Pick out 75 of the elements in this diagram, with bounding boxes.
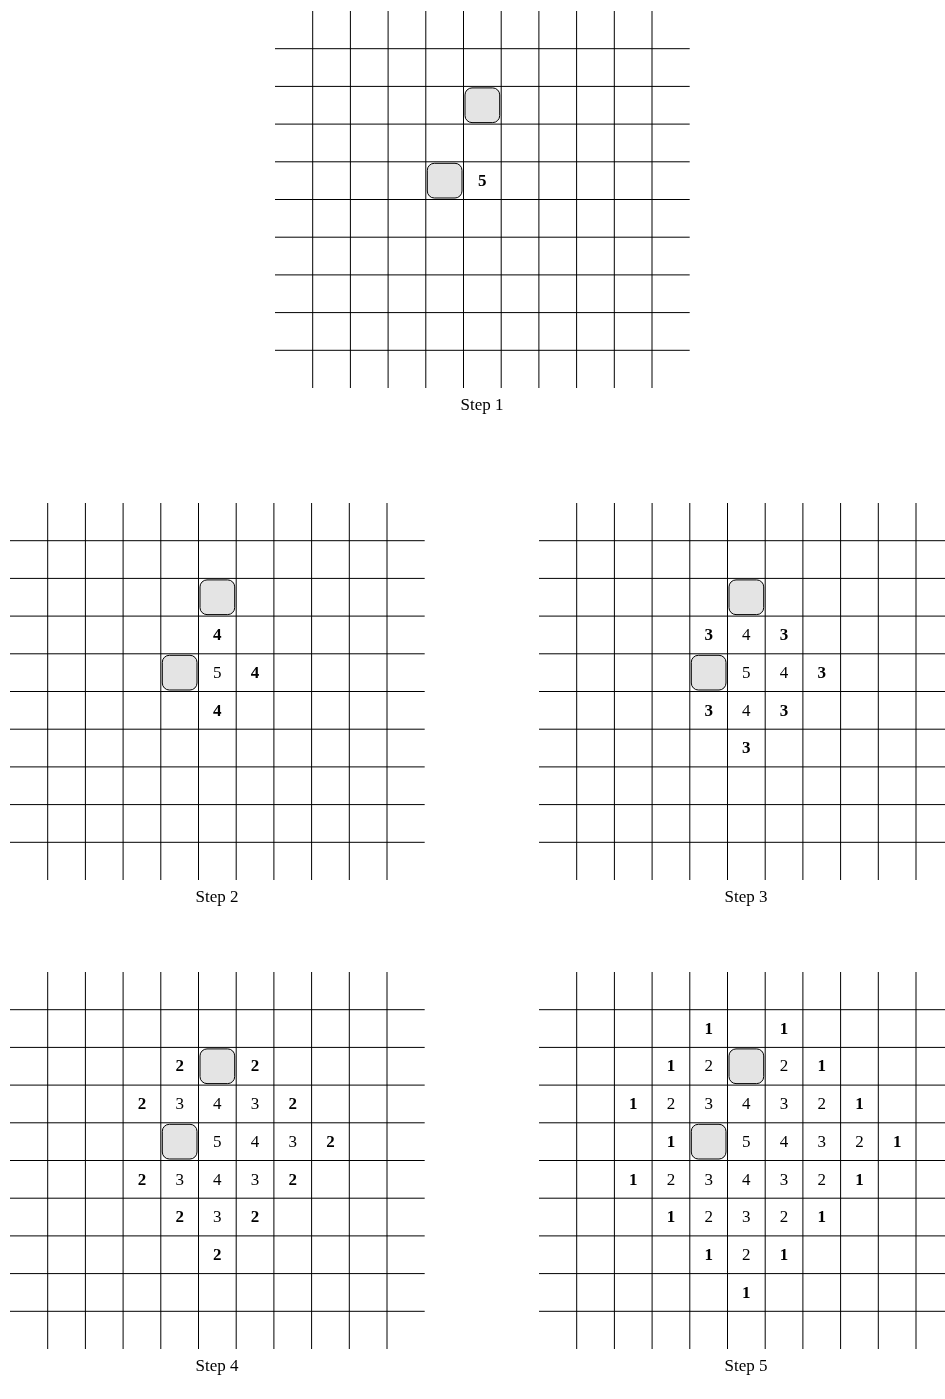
cell-number: 4 <box>741 624 752 646</box>
cell-number: 3 <box>703 624 714 646</box>
cell-number: 1 <box>854 1168 865 1191</box>
cell-number: 4 <box>212 624 223 646</box>
cell-number: 3 <box>249 1093 261 1115</box>
cell-number: 1 <box>816 1206 827 1228</box>
cell-number: 4 <box>249 1130 261 1153</box>
cell-number: 2 <box>703 1055 714 1078</box>
cell-number: 5 <box>212 661 223 684</box>
cell-number: 4 <box>741 1093 752 1115</box>
cell-number: 3 <box>212 1206 223 1228</box>
cell-number: 5 <box>477 169 488 192</box>
cell-number: 5 <box>212 1130 223 1153</box>
cell-number: 3 <box>778 699 790 722</box>
cell-number: 1 <box>778 1243 790 1266</box>
cell-number: 3 <box>703 1168 714 1191</box>
cell-number: 1 <box>778 1017 790 1040</box>
cell-number: 4 <box>212 1093 223 1115</box>
cell-number: 1 <box>665 1206 677 1228</box>
cell-number: 3 <box>249 1168 261 1191</box>
cell-number: 2 <box>778 1206 790 1228</box>
step-caption: Step 4 <box>195 1356 239 1376</box>
step-caption: Step 1 <box>460 395 504 415</box>
cell-number: 2 <box>249 1206 261 1228</box>
cell-number: 5 <box>741 661 752 684</box>
cell-number: 1 <box>628 1168 639 1191</box>
cell-number: 3 <box>703 1093 714 1115</box>
cell-number: 1 <box>703 1017 714 1040</box>
cell-number: 2 <box>816 1168 827 1191</box>
cell-number: 3 <box>741 737 752 759</box>
cell-number: 2 <box>287 1093 298 1115</box>
step-caption: Step 2 <box>195 887 239 907</box>
cell-number: 2 <box>703 1206 714 1228</box>
cell-number: 1 <box>741 1281 752 1304</box>
cell-number: 3 <box>287 1130 298 1153</box>
cell-number: 2 <box>741 1243 752 1266</box>
cell-number: 1 <box>703 1243 714 1266</box>
cell-number: 4 <box>249 661 261 684</box>
cell-number: 4 <box>778 661 790 684</box>
cell-number: 1 <box>628 1093 639 1115</box>
cell-number: 1 <box>854 1093 865 1115</box>
cell-number: 2 <box>174 1055 185 1078</box>
step-caption: Step 3 <box>724 887 768 907</box>
cell-number: 2 <box>136 1093 148 1115</box>
cell-number: 2 <box>136 1168 148 1191</box>
cell-number: 1 <box>891 1130 903 1153</box>
cell-number: 3 <box>816 1130 827 1153</box>
cell-number: 3 <box>174 1168 185 1191</box>
step-caption: Step 5 <box>724 1356 768 1376</box>
cell-number: 3 <box>174 1093 185 1115</box>
cell-number: 3 <box>703 699 714 722</box>
cell-number: 4 <box>741 1168 752 1191</box>
cell-number: 5 <box>741 1130 752 1153</box>
cell-number: 4 <box>778 1130 790 1153</box>
cell-number: 2 <box>665 1168 677 1191</box>
cell-number: 3 <box>778 1168 790 1191</box>
cell-number: 3 <box>741 1206 752 1228</box>
cell-number: 2 <box>778 1055 790 1078</box>
cell-number: 3 <box>778 624 790 646</box>
cell-number: 1 <box>816 1055 827 1078</box>
cell-number: 1 <box>665 1130 677 1153</box>
cell-number: 2 <box>816 1093 827 1115</box>
cell-number: 2 <box>665 1093 677 1115</box>
cell-number: 4 <box>212 699 223 722</box>
cell-number: 3 <box>778 1093 790 1115</box>
cell-number: 2 <box>212 1243 223 1266</box>
cell-number: 2 <box>249 1055 261 1078</box>
cell-number: 2 <box>854 1130 865 1153</box>
cell-number: 2 <box>325 1130 336 1153</box>
cell-number: 3 <box>816 661 827 684</box>
cell-number: 2 <box>287 1168 298 1191</box>
cell-number: 1 <box>665 1055 677 1078</box>
cell-number: 4 <box>741 699 752 722</box>
cell-number: 4 <box>212 1168 223 1191</box>
cell-number: 2 <box>174 1206 185 1228</box>
